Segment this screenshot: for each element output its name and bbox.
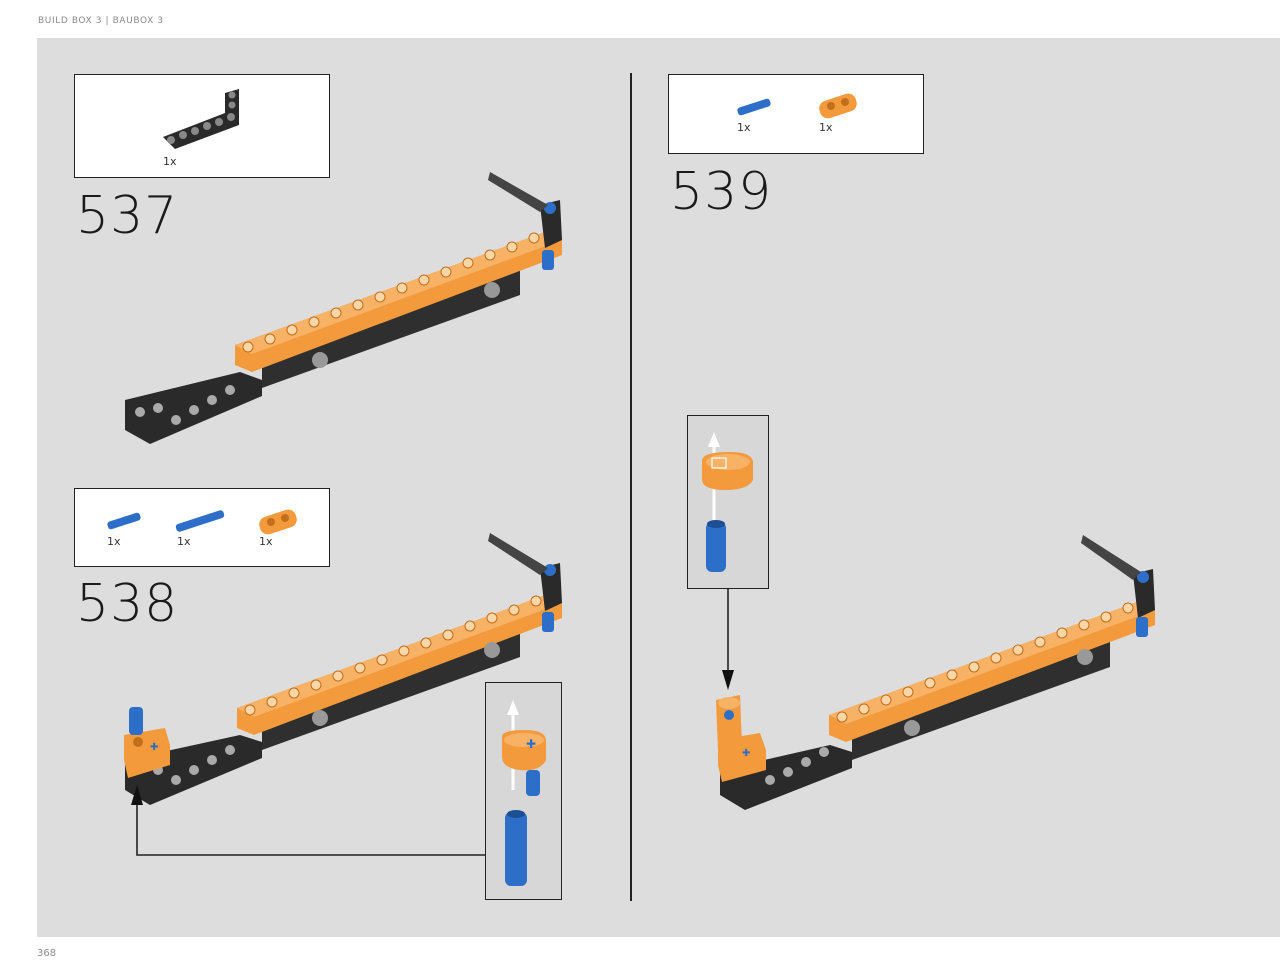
callout-539-parts xyxy=(702,432,753,572)
orange-connector-icon xyxy=(259,509,297,535)
parts-box-538: 1x 1x 1x xyxy=(74,488,330,567)
page-header: BUILD BOX 3 | BAUBOX 3 xyxy=(38,16,164,26)
step-number-537: 537 xyxy=(76,186,179,246)
part-qty: 1x xyxy=(819,121,833,134)
step-number-539: 539 xyxy=(670,162,773,222)
orange-connector-icon xyxy=(819,93,857,119)
blue-pin-short-icon xyxy=(107,512,141,530)
callout-538-parts: ✚ xyxy=(502,700,546,886)
part-qty: 1x xyxy=(177,535,191,548)
parts-icons xyxy=(737,93,857,119)
callout-539 xyxy=(687,415,769,589)
part-qty: 1x xyxy=(163,155,177,168)
parts-icons xyxy=(107,509,297,535)
svg-text:✚: ✚ xyxy=(742,748,750,759)
blue-pin-short-icon xyxy=(737,98,771,116)
svg-text:✚: ✚ xyxy=(526,737,536,751)
step-number-538: 538 xyxy=(76,574,179,634)
black-l-beam-icon xyxy=(163,89,239,149)
model-538: ✚ xyxy=(124,533,562,805)
instruction-canvas xyxy=(37,38,1280,937)
column-divider xyxy=(630,73,632,901)
model-537 xyxy=(125,172,562,444)
blue-pin-long-icon xyxy=(175,510,225,532)
model-539: ✚ xyxy=(716,535,1155,810)
parts-box-537: 1x xyxy=(74,74,330,178)
part-qty: 1x xyxy=(737,121,751,134)
part-qty: 1x xyxy=(107,535,121,548)
svg-text:✚: ✚ xyxy=(150,742,158,753)
parts-box-539: 1x 1x xyxy=(668,74,924,154)
arrow-539 xyxy=(722,589,734,690)
part-qty: 1x xyxy=(259,535,273,548)
arrow-538 xyxy=(131,785,485,856)
page-number: 368 xyxy=(37,948,57,959)
